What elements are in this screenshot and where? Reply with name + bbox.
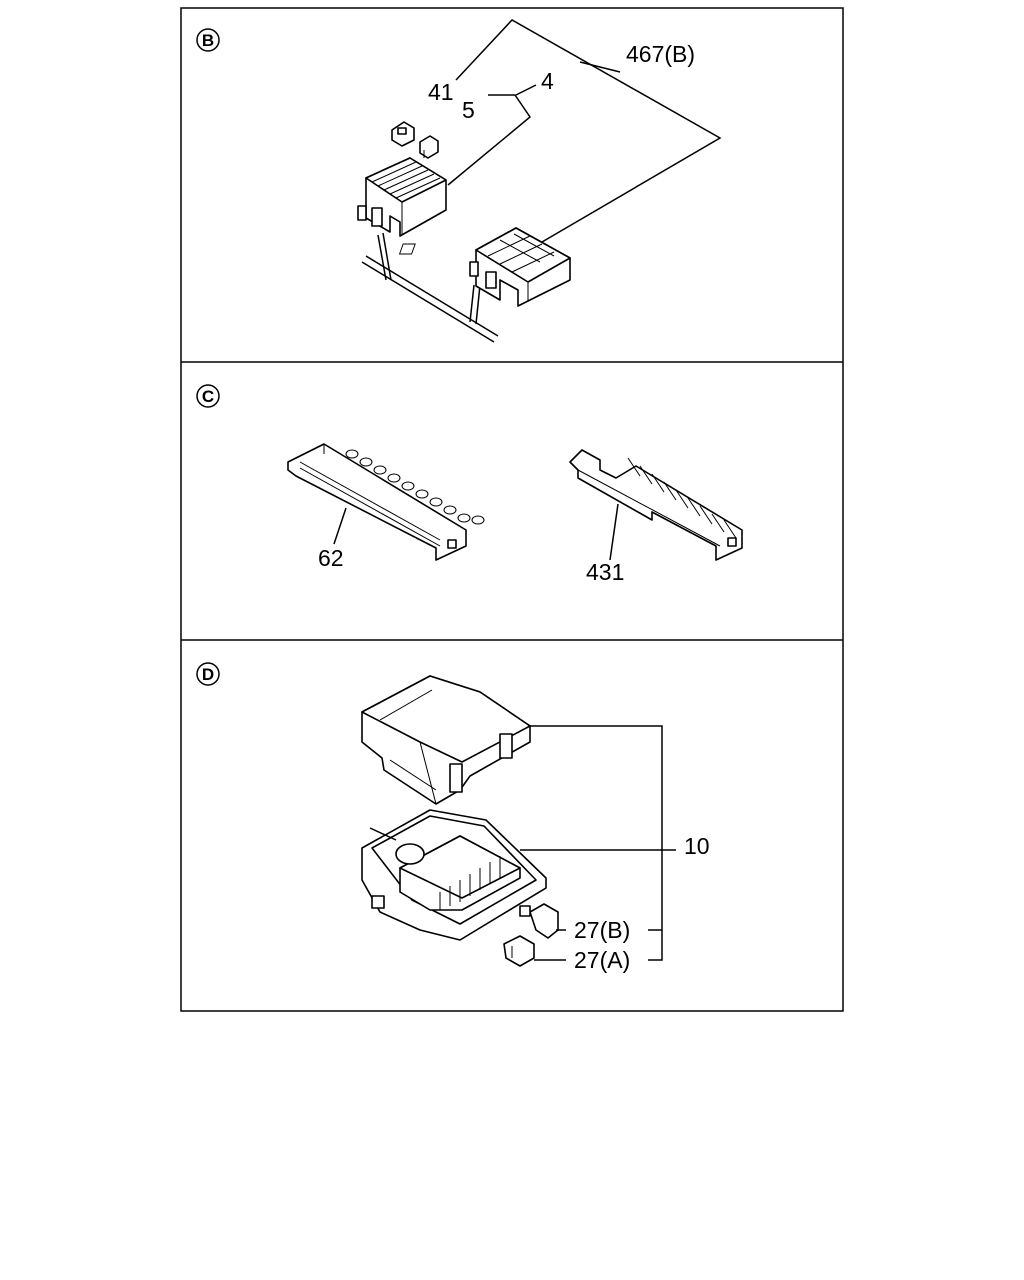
panel-badge: B (196, 28, 220, 52)
leader-lines (447, 19, 722, 243)
callout-41: 41 (428, 79, 454, 105)
panel-badge-label: B (202, 31, 214, 50)
callout-5: 5 (462, 97, 475, 123)
connector-467b (398, 227, 571, 307)
diagram-frame (180, 7, 844, 1012)
connector-4 (357, 157, 447, 237)
callout-27a: 27(A) (574, 947, 630, 973)
callout-467b: 467(B) (626, 41, 695, 67)
terminal-5 (419, 135, 439, 159)
callout-27b: 27(B) (574, 917, 630, 943)
panel-badge-label: D (202, 665, 214, 684)
callout-10: 10 (684, 833, 710, 859)
panel-c: C 62 (196, 384, 743, 585)
panel-b: B 41 5 4 467(B) (196, 19, 722, 343)
fuse-box-cover (361, 675, 531, 805)
retainer-431 (569, 449, 743, 561)
leader-lines (520, 725, 676, 961)
retainer-62 (287, 443, 485, 561)
fuse-27b (519, 903, 559, 939)
panel-d: D (196, 662, 710, 973)
callout-62: 62 (318, 545, 344, 571)
callout-431: 431 (586, 559, 624, 585)
callout-4: 4 (541, 68, 554, 94)
leader-line (333, 507, 347, 545)
panel-badge: C (196, 384, 220, 408)
fuse-27a (503, 935, 535, 967)
terminal-41 (391, 121, 415, 147)
panel-badge: D (196, 662, 220, 686)
wire-harness (361, 232, 499, 343)
panel-badge-label: C (202, 387, 214, 406)
fuse-box-base (361, 809, 547, 941)
leader-line (609, 503, 619, 561)
